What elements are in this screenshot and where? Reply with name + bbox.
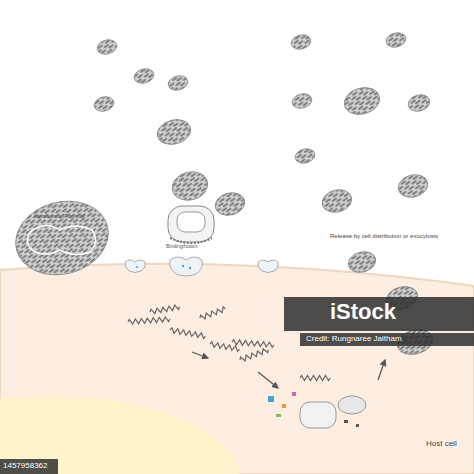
virion bbox=[406, 92, 431, 113]
watermark bbox=[0, 297, 474, 474]
virion bbox=[385, 31, 408, 50]
nucleus bbox=[0, 396, 240, 474]
virus-name: Variola virus (Poxvirus) bbox=[34, 214, 85, 220]
virion bbox=[133, 67, 156, 86]
virion bbox=[341, 84, 383, 118]
virion bbox=[154, 116, 193, 148]
dna-strand bbox=[170, 328, 206, 339]
dna-strand bbox=[232, 340, 274, 348]
virion-core bbox=[27, 225, 95, 254]
fusion-vesicle bbox=[168, 206, 214, 243]
virion bbox=[320, 186, 355, 215]
watermark-credit: Credit: Rungnaree Jaitham bbox=[306, 335, 402, 344]
virion bbox=[93, 95, 116, 114]
virion bbox=[294, 147, 317, 166]
dna-strand bbox=[300, 376, 330, 381]
step-label: Binding/fusion bbox=[166, 244, 197, 250]
virion bbox=[167, 74, 190, 93]
dna-strand bbox=[150, 304, 180, 314]
region-label: Host cell bbox=[426, 440, 457, 449]
virion bbox=[396, 171, 431, 200]
virions bbox=[7, 31, 435, 359]
virion bbox=[7, 191, 116, 285]
dna-strand bbox=[128, 317, 170, 325]
virion bbox=[290, 33, 313, 52]
virion bbox=[96, 38, 119, 57]
stock-id: 1457958362 bbox=[3, 462, 48, 471]
viral-cores bbox=[125, 257, 278, 276]
virion bbox=[291, 92, 314, 111]
assembly-site bbox=[268, 392, 366, 428]
process-arrows bbox=[192, 352, 385, 388]
virion bbox=[213, 189, 248, 218]
watermark-logo: iStock bbox=[330, 300, 396, 324]
step-label: Release by cell distribution or exocytos… bbox=[330, 233, 438, 240]
dna-strand bbox=[199, 306, 226, 320]
virion bbox=[169, 168, 211, 204]
virion bbox=[346, 249, 378, 276]
dna-strand bbox=[239, 347, 269, 362]
